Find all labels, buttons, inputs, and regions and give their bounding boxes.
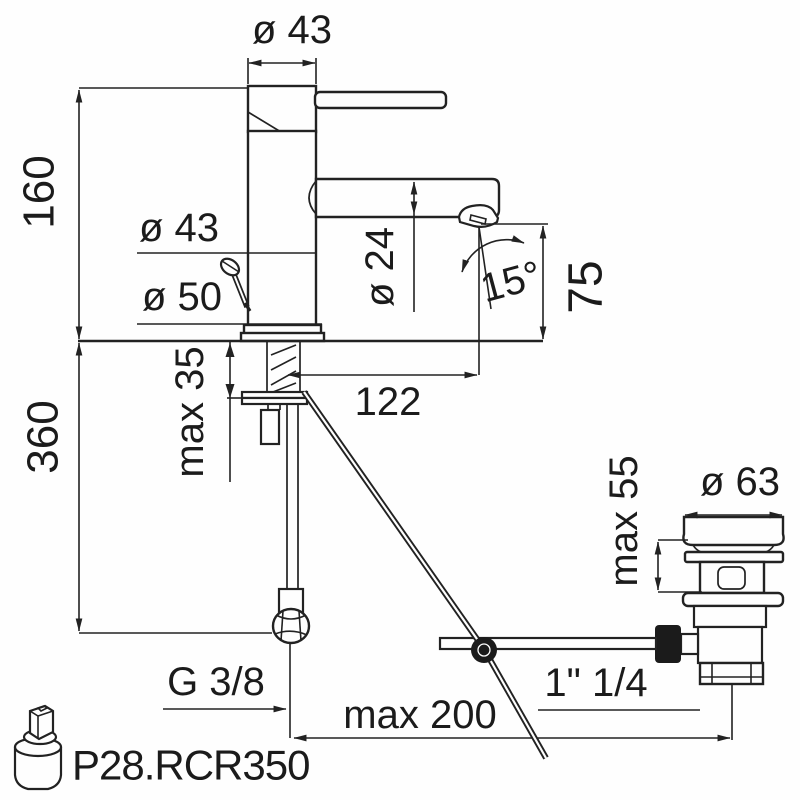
aerator	[457, 204, 500, 228]
dim-label-body-dia: ø 43	[139, 206, 219, 250]
shank-thread-hatch	[270, 344, 297, 393]
dim-label-handle-dia: ø 43	[252, 8, 332, 52]
handle-cap	[246, 84, 318, 134]
mounting-nut	[240, 396, 309, 406]
waste-window	[717, 566, 746, 590]
dim-base-diameter: ø 50	[137, 275, 322, 325]
dim-spout-reach: 122	[287, 227, 480, 424]
dim-label-outlet-height: 75	[560, 260, 613, 313]
dim-body-diameter: ø 43	[137, 206, 315, 254]
pop-up-waste	[655, 515, 785, 686]
cartridge-cylinder	[13, 747, 63, 791]
waste-under-flange	[681, 591, 785, 608]
dim-spout-angle: 15°	[461, 226, 546, 311]
cartridge-stem-hole	[36, 705, 49, 712]
waste-plug-cap	[682, 515, 785, 547]
handle-cap-seam	[247, 111, 282, 133]
waste-tailpiece	[698, 661, 765, 686]
faucet-body	[246, 129, 318, 327]
rod-pivot-ball	[471, 637, 497, 663]
dim-label-rod-max: max 200	[343, 693, 496, 737]
horizontal-rod	[438, 636, 658, 651]
set-screw-pin	[219, 257, 252, 312]
waste-stem-boss	[679, 632, 700, 656]
dim-label-waste-dia: ø 63	[700, 460, 780, 504]
dim-deck-thickness: max 35	[168, 341, 243, 482]
dim-waste-flange-diameter: ø 63	[684, 460, 783, 519]
dimensions: ø 43 160 ø 43 ø 50 ø 24 15°	[15, 8, 783, 742]
dim-handle-diameter: ø 43	[247, 8, 332, 84]
pop-up-rod-linkage	[301, 390, 549, 760]
dim-label-spout-dia: ø 24	[358, 227, 402, 307]
dim-label-supply-thread: G 3/8	[167, 660, 265, 704]
dim-rod-max: max 200	[293, 693, 731, 742]
waste-top-flange	[683, 550, 785, 564]
spout-end-arc	[308, 180, 317, 215]
under-deck-assembly	[240, 341, 311, 645]
dim-label-base-dia: ø 50	[142, 275, 222, 319]
dim-label-angle: 15°	[476, 253, 546, 311]
dim-label-waste-deck-max: max 55	[602, 455, 646, 586]
dim-label-reach: 122	[355, 380, 422, 424]
dim-label-deck-max: max 35	[168, 346, 212, 477]
dim-height-above-deck: 160	[15, 87, 247, 340]
product-code: P28.RCR350	[72, 742, 309, 789]
waste-lower-body	[696, 625, 764, 665]
rod-knob	[655, 625, 681, 663]
lever-handle	[313, 90, 448, 110]
mixer-faucet	[239, 84, 501, 343]
hose-nut-g38	[271, 607, 311, 645]
dim-label-below-deck: 360	[19, 400, 68, 473]
dim-label-height: 160	[15, 155, 64, 228]
dim-outlet-height: 75	[481, 223, 613, 340]
dim-label-waste-thread: 1" 1/4	[544, 661, 647, 705]
rod-clamp	[259, 408, 281, 446]
waste-mid-body	[692, 604, 768, 629]
dim-supply-thread: G 3/8	[163, 644, 291, 738]
dim-waste-thread: 1" 1/4	[538, 661, 733, 740]
cartridge-icon	[13, 704, 63, 791]
dim-supply-below-deck: 360	[19, 342, 272, 634]
dim-waste-deck-max: max 55	[602, 455, 702, 593]
dim-spout-diameter: ø 24	[358, 181, 418, 312]
